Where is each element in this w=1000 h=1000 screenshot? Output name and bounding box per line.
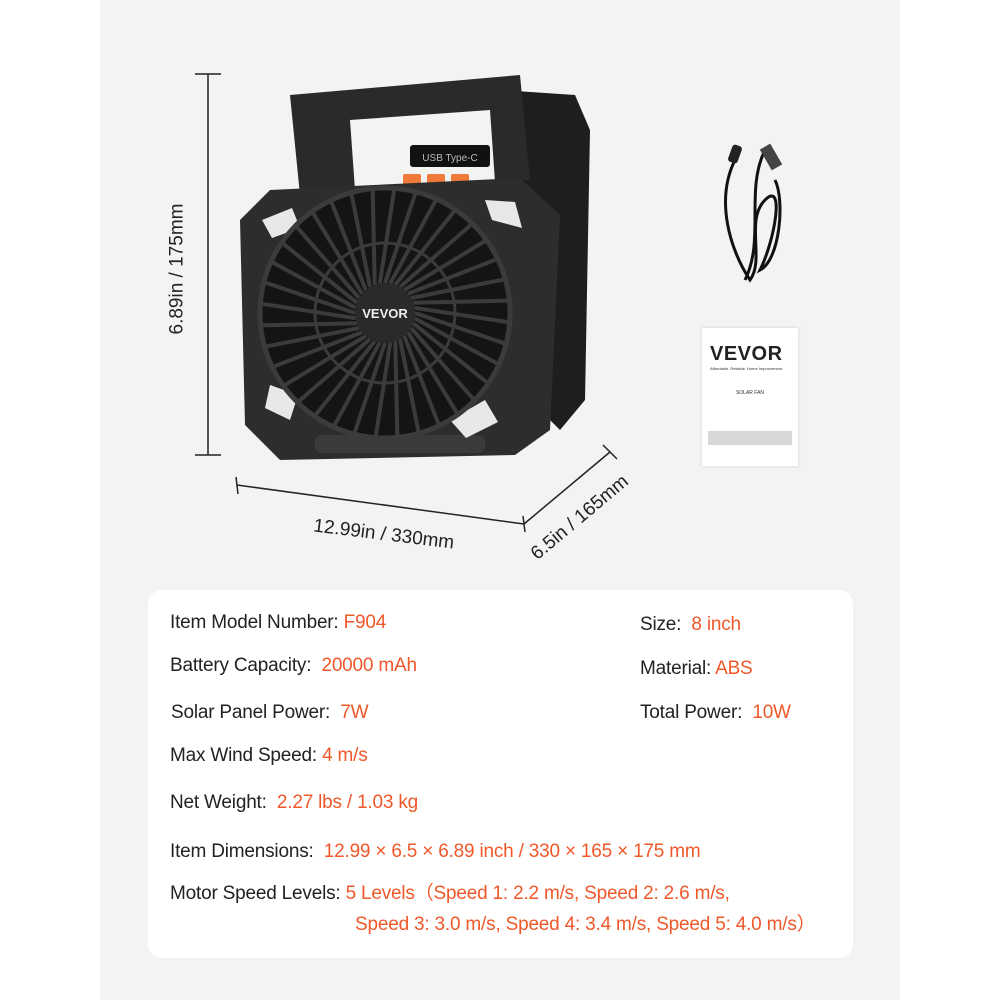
spec-motor: Motor Speed Levels: 5 Levels（Speed 1: 2.… <box>170 883 730 904</box>
grill-spoke <box>352 342 387 435</box>
grill-spoke <box>331 341 382 428</box>
grill-spoke <box>296 337 372 404</box>
manual-tagline: Affordable. Reliable. Home Improvement. <box>710 366 784 371</box>
grill-spoke <box>377 188 397 284</box>
grill-spoke <box>398 222 474 289</box>
grill-spoke <box>260 301 356 321</box>
grill-spoke <box>414 305 510 325</box>
spec-weight: Net Weight: 2.27 lbs / 1.03 kg <box>170 792 418 813</box>
grill-spoke <box>402 335 442 427</box>
user-manual-image: VEVOR Affordable. Reliable. Home Improve… <box>702 328 798 466</box>
spec-item-dimensions: Item Dimensions: 12.99 × 6.5 × 6.89 inch… <box>170 841 701 862</box>
manual-title: SOLAR FAN <box>735 390 765 396</box>
light-panel <box>485 200 522 228</box>
width-dimension-line <box>236 484 525 525</box>
depth-dimension-line <box>523 451 611 525</box>
grill-spoke <box>406 331 460 416</box>
grill-spoke <box>310 210 364 295</box>
spec-motor-line2: Speed 3: 3.0 m/s, Speed 4: 3.4 m/s, Spee… <box>355 914 816 935</box>
brand-logo: VEVOR <box>362 306 408 321</box>
grill-spoke <box>280 240 359 305</box>
grill-spoke <box>263 280 356 315</box>
grill-spoke <box>264 326 360 349</box>
grill-spoke <box>294 224 361 300</box>
grill-spoke <box>270 259 357 310</box>
grill-spoke <box>373 342 393 438</box>
grill-spoke <box>410 277 506 300</box>
grill-spoke <box>413 298 510 305</box>
height-label: 6.89in / 175mm <box>166 203 188 335</box>
spec-solar: Solar Panel Power: 7W <box>171 702 369 723</box>
grill-spoke <box>398 338 421 434</box>
spec-wind: Max Wind Speed: 4 m/s <box>170 745 368 766</box>
grill-spoke <box>370 188 377 285</box>
grill-spoke <box>383 191 418 284</box>
grill-spoke <box>407 256 499 296</box>
grill-spoke <box>393 208 458 287</box>
spec-card: Item Model Number: F904 Size: 8 inch Bat… <box>148 590 853 958</box>
grill-spoke <box>409 326 476 402</box>
spec-total-power: Total Power: 10W <box>640 702 791 723</box>
svg-text:USB Type-C: USB Type-C <box>422 153 477 164</box>
grill-spoke <box>328 199 368 291</box>
dimension-lines <box>195 73 618 533</box>
spec-size: Size: 8 inch <box>640 614 741 635</box>
usb-cable-image <box>724 143 783 283</box>
spec-material: Material: ABS <box>640 658 753 679</box>
solar-fan-product-image: USB Type-C VEVOR <box>240 75 590 460</box>
grill-spoke <box>411 321 490 386</box>
grill-spoke <box>414 311 507 346</box>
grill-spoke <box>349 192 372 288</box>
spec-model: Item Model Number: F904 <box>170 612 387 633</box>
grill-spoke <box>312 339 377 418</box>
spec-battery: Battery Capacity: 20000 mAh <box>170 655 417 676</box>
grill-spoke <box>413 316 500 367</box>
grill-spoke <box>388 198 439 285</box>
light-panel <box>450 400 498 438</box>
grill-spoke <box>282 334 367 388</box>
grill-spoke <box>271 330 363 370</box>
manual-strip <box>708 431 792 445</box>
grill-spoke <box>403 238 488 292</box>
grill-spoke <box>393 341 400 438</box>
manual-brand: VEVOR <box>710 343 783 365</box>
grill-spoke <box>260 321 357 328</box>
